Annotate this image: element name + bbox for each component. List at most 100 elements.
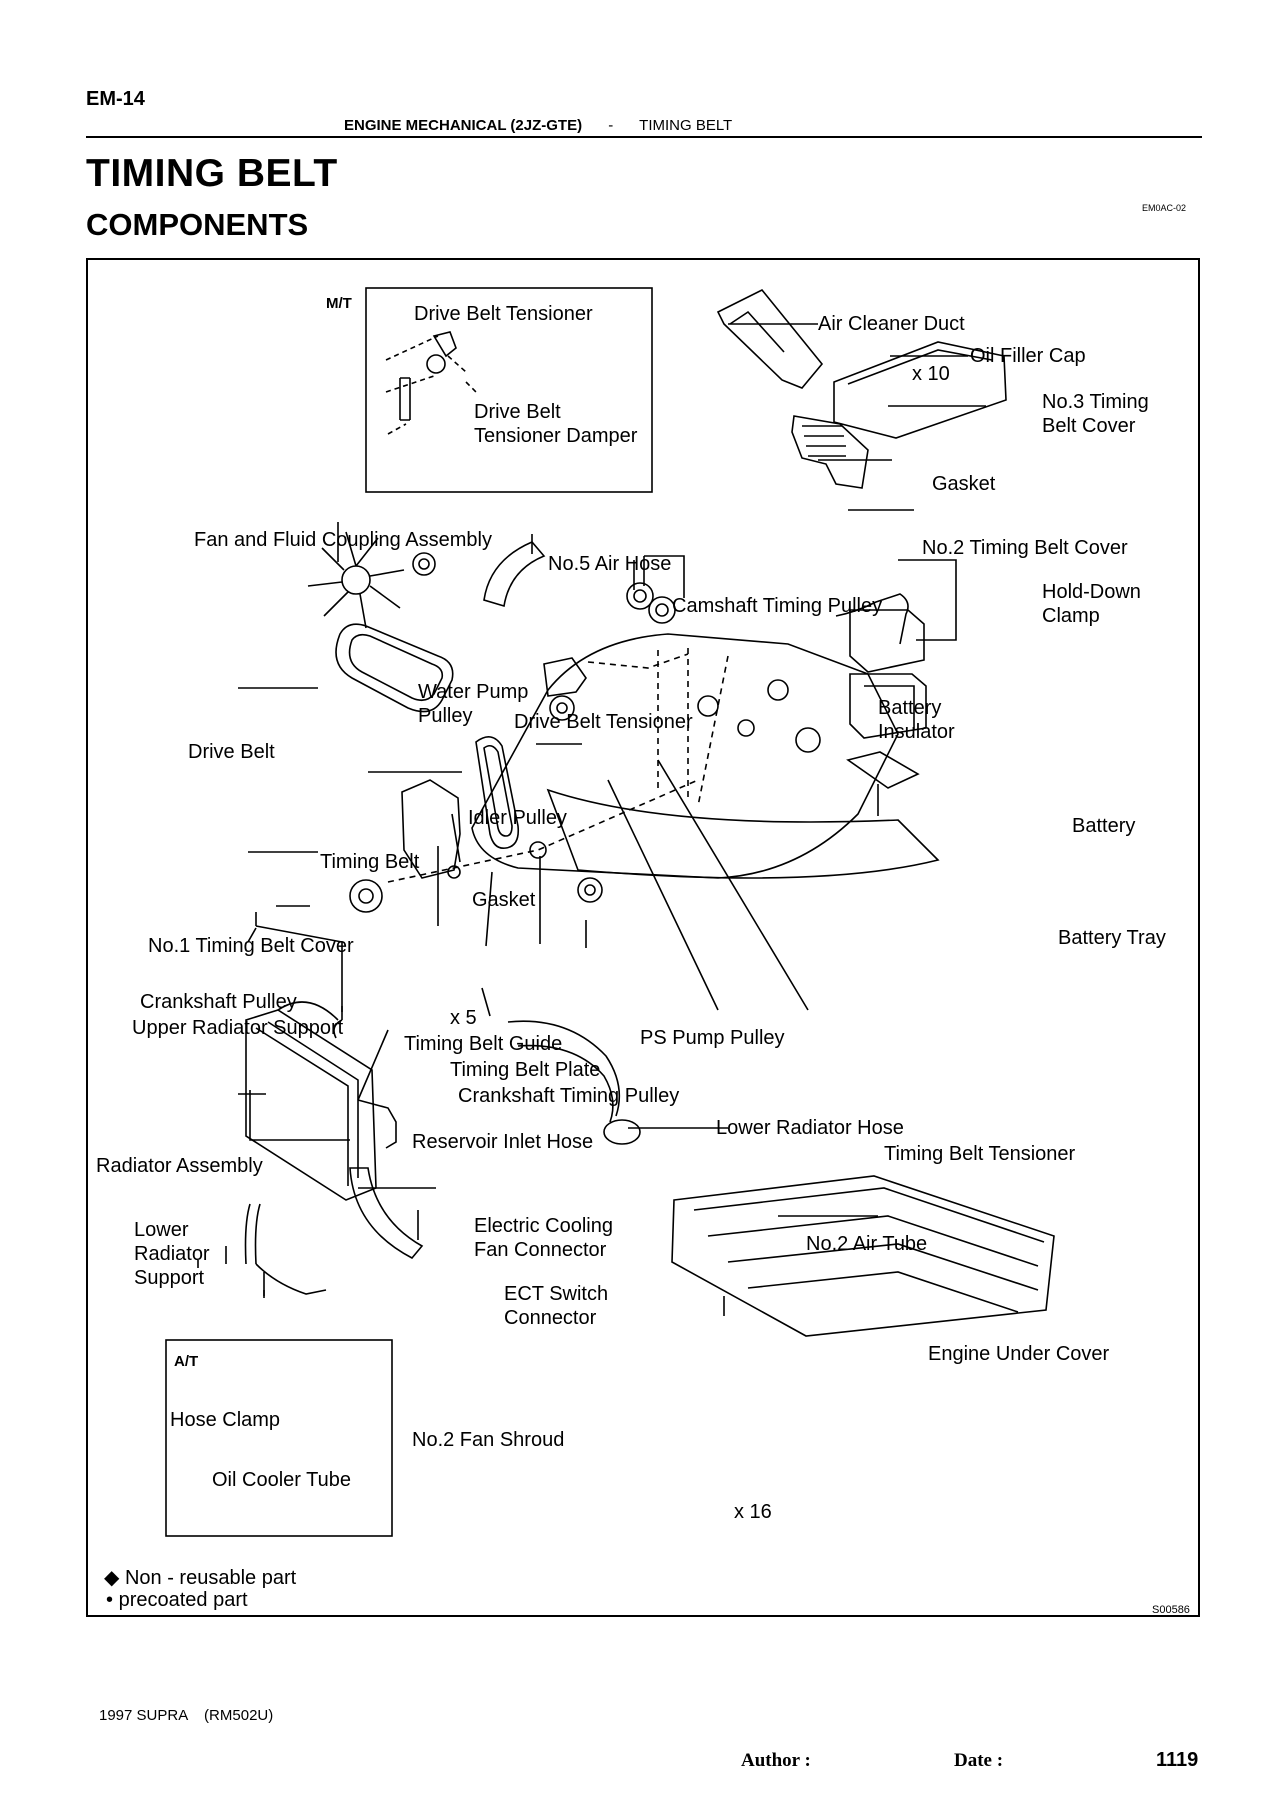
diagram-artwork [165, 287, 1055, 1537]
section-header: ENGINE MECHANICAL (2JZ-GTE) - TIMING BEL… [344, 117, 732, 134]
footer-model: 1997 SUPRA (RM502U) [99, 1707, 274, 1724]
engine-body-outline [471, 633, 899, 879]
header-rule [86, 136, 1202, 138]
non-reusable-symbol: ◆ [104, 1567, 120, 1589]
label-oil-cooler-tube: Oil Cooler Tube [212, 1469, 351, 1491]
label-timing-belt-plate: Timing Belt Plate [450, 1059, 601, 1081]
battery-drawing [849, 673, 927, 739]
label-ect-switch-connector-2: Connector [504, 1307, 597, 1329]
air-cleaner-duct-drawing [716, 288, 824, 389]
label-engine-under-cover: Engine Under Cover [928, 1343, 1110, 1365]
non-reusable-text: Non - reusable part [124, 1567, 297, 1589]
label-drive-belt-tensioner: Drive Belt Tensioner [514, 711, 693, 733]
label-no1-timing-belt-cover: No.1 Timing Belt Cover [148, 935, 354, 957]
label-lower-radiator-hose: Lower Radiator Hose [716, 1117, 904, 1139]
label-drive-belt-tensioner-mt: Drive Belt Tensioner [414, 303, 593, 325]
label-hold-down-clamp-2: Clamp [1042, 605, 1100, 627]
crankshaft-timing-pulley-drawing [529, 841, 547, 859]
label-no2-air-tube: No.2 Air Tube [806, 1233, 928, 1255]
legend-precoated: • precoated part [106, 1588, 248, 1612]
label-hold-down-clamp-1: Hold-Down [1042, 581, 1141, 603]
label-battery: Battery [1072, 815, 1136, 837]
mt-inset-box [365, 287, 653, 493]
label-water-pump-pulley-2: Pulley [418, 705, 473, 727]
timing-belt-drawing [475, 736, 520, 850]
label-upper-radiator-support: Upper Radiator Support [132, 1017, 344, 1039]
no1-cover-drawing [401, 779, 461, 879]
label-hose-clamp: Hose Clamp [170, 1409, 281, 1431]
label-idler-pulley: Idler Pulley [468, 807, 567, 829]
label-reservoir-inlet-hose: Reservoir Inlet Hose [412, 1131, 594, 1153]
label-x10: x 10 [912, 363, 950, 385]
label-drive-belt: Drive Belt [188, 741, 275, 763]
components-diagram: M/T A/T Drive Belt Tensioner Drive Belt … [86, 258, 1200, 1617]
label-battery-insulator-1: Battery [878, 697, 942, 719]
label-ps-pump-pulley: PS Pump Pulley [640, 1027, 785, 1049]
drive-belt-drawing [335, 623, 454, 713]
section-name: ENGINE MECHANICAL (2JZ-GTE) [344, 117, 583, 134]
label-no2-fan-shroud: No.2 Fan Shroud [412, 1429, 565, 1451]
precoated-symbol: • [106, 1589, 114, 1611]
mt-tensioner-drawing [385, 331, 479, 435]
label-x16: x 16 [734, 1501, 772, 1523]
label-drive-belt-tensioner-damper-2: Tensioner Damper [474, 425, 638, 447]
fan-drawing [307, 531, 436, 629]
label-ect-switch-connector-1: ECT Switch [504, 1283, 609, 1305]
label-gasket-mid: Gasket [472, 889, 536, 911]
label-electric-cooling-fan-connector-2: Fan Connector [474, 1239, 607, 1261]
reference-code: EM0AC-02 [1142, 203, 1187, 213]
label-timing-belt-tensioner: Timing Belt Tensioner [884, 1143, 1076, 1165]
label-camshaft-timing-pulley: Camshaft Timing Pulley [672, 595, 883, 617]
crankshaft-pulley-drawing [349, 879, 383, 913]
no2-fan-shroud-drawing [349, 1167, 424, 1260]
label-battery-tray: Battery Tray [1058, 927, 1166, 949]
no5-air-hose-drawing [483, 541, 546, 608]
at-inset-box [165, 1339, 393, 1537]
no2-air-tube-drawing [603, 1119, 641, 1145]
legend-non-reusable: ◆ Non - reusable part [104, 1566, 296, 1590]
battery-insulator-drawing [849, 609, 925, 673]
label-water-pump-pulley-1: Water Pump [418, 681, 529, 703]
drive-belt-tensioner-drawing [543, 657, 587, 697]
oil-cooler-tube-drawing [244, 1203, 261, 1265]
label-oil-filler-cap: Oil Filler Cap [970, 345, 1086, 367]
reservoir-inlet-hose-drawing [357, 1099, 397, 1149]
page-code: EM-14 [86, 88, 145, 110]
lower-radiator-hose-drawing [507, 1020, 621, 1117]
label-timing-belt-guide: Timing Belt Guide [404, 1033, 563, 1055]
label-no5-air-hose: No.5 Air Hose [548, 553, 672, 575]
no3-cover-drawing [833, 341, 1007, 439]
engine-under-cover-drawing [671, 1175, 1055, 1337]
label-gasket-top: Gasket [932, 473, 996, 495]
camshaft-pulleys-drawing [626, 582, 676, 624]
label-lower-radiator-support-1: Lower [134, 1219, 189, 1241]
label-lower-radiator-support-2: Radiator [134, 1243, 210, 1265]
label-lower-radiator-support-3: Support [134, 1267, 205, 1289]
header-separator: - [608, 117, 614, 134]
label-air-cleaner-duct: Air Cleaner Duct [818, 313, 965, 335]
label-electric-cooling-fan-connector-1: Electric Cooling [474, 1215, 613, 1237]
label-drive-belt-tensioner-damper-1: Drive Belt [474, 401, 561, 423]
label-timing-belt: Timing Belt [320, 851, 420, 873]
no2-cover-drawing [791, 415, 869, 489]
page-number: 1119 [1156, 1749, 1199, 1771]
label-crankshaft-pulley: Crankshaft Pulley [140, 991, 297, 1013]
label-x5: x 5 [450, 1007, 477, 1029]
precoated-text: precoated part [118, 1589, 248, 1611]
label-no3-timing-belt-cover-1: No.3 Timing [1042, 391, 1149, 413]
label-battery-insulator-2: Insulator [878, 721, 955, 743]
battery-tray-drawing [846, 751, 920, 789]
page-title: TIMING BELT [86, 152, 338, 195]
footer-date-label: Date : [954, 1750, 1004, 1771]
section-topic: TIMING BELT [639, 117, 733, 134]
label-radiator-assembly: Radiator Assembly [96, 1155, 263, 1177]
footer-author-label: Author : [741, 1750, 811, 1771]
label-no2-timing-belt-cover: No.2 Timing Belt Cover [922, 537, 1128, 559]
ps-pump-pulley-drawing [577, 877, 603, 903]
diagram-code: S00586 [1152, 1604, 1190, 1616]
label-fan-fluid-coupling: Fan and Fluid Coupling Assembly [194, 529, 492, 551]
page-subtitle: COMPONENTS [86, 207, 309, 242]
label-crankshaft-timing-pulley: Crankshaft Timing Pulley [458, 1085, 680, 1107]
at-tag: A/T [174, 1353, 199, 1370]
label-no3-timing-belt-cover-2: Belt Cover [1042, 415, 1136, 437]
